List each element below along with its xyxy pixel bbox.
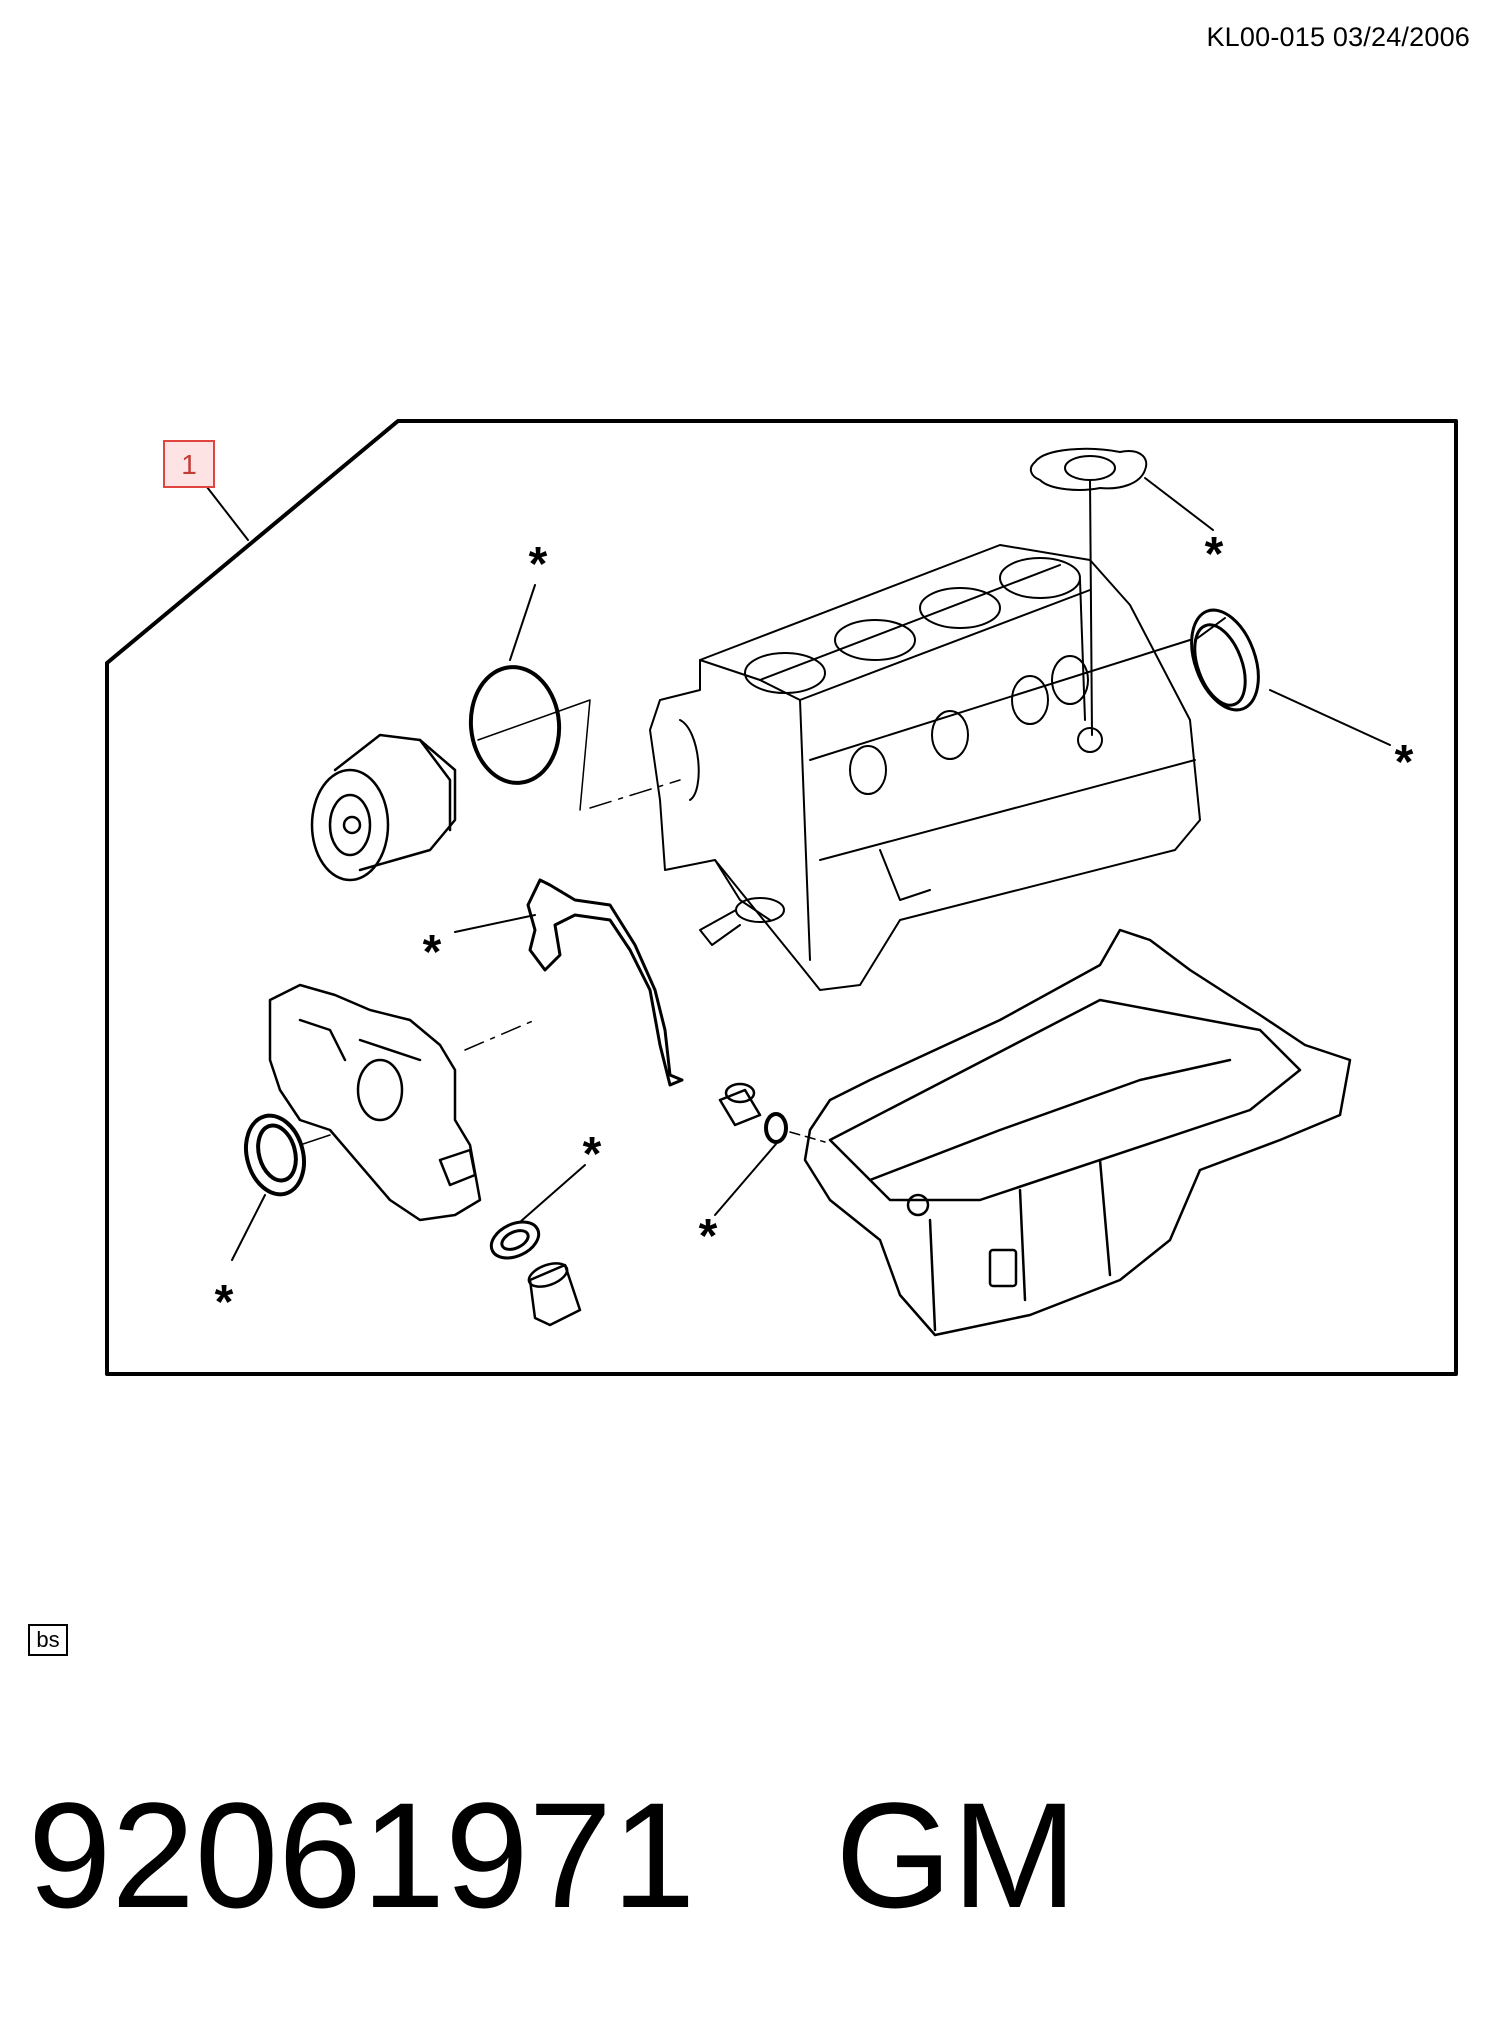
oil-pump-plug xyxy=(527,1262,582,1327)
asterisk-marker-water-pump-o-ring: * xyxy=(529,538,548,591)
callout-leader-line xyxy=(199,477,249,541)
thermostat-gasket xyxy=(1029,447,1214,736)
water-pump xyxy=(310,733,457,882)
asterisk-marker-thermostat-gasket: * xyxy=(1205,528,1224,581)
asterisk-marker-rear-main-seal: * xyxy=(1395,736,1414,789)
asterisk-marker-oil-pump-seal: * xyxy=(583,1128,602,1181)
kit-boundary-frame xyxy=(105,419,1458,1376)
callout-number-1: 1 xyxy=(163,440,215,488)
engine-gasket-kit-diagram: * * * * * * * xyxy=(105,419,1458,1376)
asterisk-marker-front-cover-gasket: * xyxy=(423,926,442,979)
oil-pump-plug-seal xyxy=(489,1164,586,1260)
front-cover-gasket xyxy=(454,878,684,1087)
oil-drain-plug xyxy=(714,1082,826,1216)
bs-label-box: bs xyxy=(28,1624,68,1656)
front-main-seal xyxy=(231,1113,331,1261)
brand-name: GM xyxy=(835,1771,1078,1939)
asterisk-marker-drain-plug-seal: * xyxy=(699,1210,718,1263)
water-pump-o-ring xyxy=(468,584,681,811)
part-number: 92061971 xyxy=(28,1771,696,1939)
asterisk-marker-front-main-seal: * xyxy=(215,1276,234,1329)
engine-block xyxy=(649,544,1201,991)
oil-pump xyxy=(268,983,536,1222)
rear-main-seal xyxy=(1190,608,1391,746)
document-id-and-date: KL00-015 03/24/2006 xyxy=(1206,22,1470,52)
oil-pan xyxy=(803,928,1352,1337)
